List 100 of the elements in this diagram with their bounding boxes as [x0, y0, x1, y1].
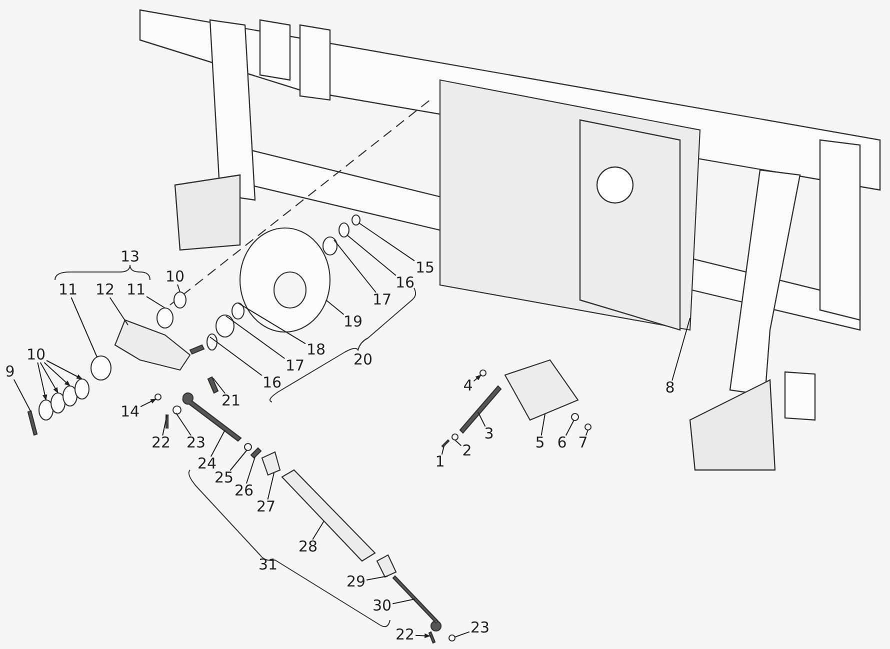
leader-line: [585, 430, 588, 436]
callout-number: 24: [197, 456, 217, 472]
pin: [250, 447, 262, 459]
callout-number: 11: [58, 282, 78, 298]
callout-number: 1: [435, 454, 445, 470]
leader-line: [140, 398, 157, 408]
leader-line: [358, 222, 415, 262]
retaining-ring: [351, 214, 361, 226]
cotter-pin: [428, 631, 436, 644]
cotter-pin: [441, 439, 450, 448]
bushing: [90, 355, 112, 381]
leader-line: [13, 379, 32, 412]
leader-line: [565, 420, 574, 436]
leader-line: [312, 520, 324, 540]
washer: [50, 392, 66, 414]
bearing: [322, 236, 338, 256]
leader-line: [454, 631, 470, 638]
bearing: [215, 314, 235, 338]
leader-line: [40, 362, 58, 394]
snap-ring: [338, 222, 350, 238]
washer: [570, 412, 580, 422]
callout-number: 30: [372, 598, 392, 614]
callout-number: 28: [298, 538, 318, 556]
nut: [584, 423, 592, 431]
callout-number: 8: [665, 380, 675, 396]
callout-number: 4: [463, 378, 473, 394]
washer: [74, 378, 90, 400]
leader-line: [230, 450, 248, 471]
leader-line: [44, 362, 70, 386]
spacer: [231, 302, 245, 320]
callout-number: 9: [5, 364, 15, 380]
nut: [451, 433, 459, 441]
leader-line: [415, 633, 431, 638]
leader-line: [366, 576, 388, 581]
nut: [376, 554, 397, 578]
leader-line: [454, 440, 462, 446]
leader-line: [672, 318, 690, 381]
leader-line: [212, 378, 226, 394]
leader-line: [109, 297, 128, 326]
callout-number: 17: [285, 358, 305, 374]
leader-line: [210, 430, 226, 457]
leader-line: [392, 598, 416, 604]
callout-number: 5: [535, 434, 545, 452]
leader-line: [238, 302, 306, 344]
callout-number: 21: [221, 392, 241, 410]
leader-line: [177, 284, 180, 292]
callout-number: 22: [151, 434, 171, 452]
callout-number: 3: [484, 426, 494, 442]
callout-number: 17: [372, 292, 392, 308]
leader-line: [326, 300, 344, 315]
callout-number: 20: [353, 352, 373, 368]
leader-line: [346, 234, 396, 276]
callout-number: 23: [470, 620, 490, 636]
washer: [172, 405, 182, 415]
snap-ring: [206, 333, 218, 351]
leader-line: [246, 456, 256, 484]
callout-number: 2: [462, 442, 472, 460]
callout-number: 15: [415, 260, 435, 276]
callout-number: 16: [395, 274, 415, 292]
leader-line: [146, 296, 166, 308]
callout-number: 13: [120, 248, 140, 266]
callout-number: 11: [126, 282, 146, 298]
callout-number: 10: [165, 268, 185, 286]
leader-line: [162, 414, 168, 436]
leader-line: [478, 412, 486, 427]
bolt: [207, 376, 219, 394]
callout-number: 10: [26, 346, 46, 364]
callout-number: 23: [186, 434, 206, 452]
callout-number: 27: [256, 498, 276, 516]
leader-line: [441, 446, 444, 455]
leader-line: [176, 412, 192, 436]
bushing: [156, 307, 174, 329]
cover-plate: [504, 359, 579, 421]
screw: [479, 369, 487, 377]
grease-fitting: [154, 393, 162, 401]
leader-line: [267, 472, 274, 500]
spring: [281, 469, 376, 562]
washer: [173, 291, 187, 309]
callout-number: 25: [214, 470, 234, 486]
callout-number: 18: [306, 342, 326, 358]
tensioner-arm: [114, 319, 191, 371]
callout-number: 7: [578, 434, 588, 452]
callout-number: 22: [395, 626, 415, 644]
washer: [448, 634, 456, 642]
leader-line: [226, 316, 286, 359]
leader-line: [37, 362, 48, 401]
leader-line: [210, 336, 262, 376]
washer: [38, 399, 54, 421]
leader-line: [334, 240, 376, 293]
cotter-pin: [165, 414, 169, 429]
callout-number: 29: [346, 574, 366, 590]
cotter-pin: [27, 410, 38, 436]
callout-number: 26: [234, 482, 254, 500]
leader-line: [46, 360, 83, 380]
callout-number: 14: [120, 404, 140, 420]
callout-number: 16: [262, 374, 282, 392]
callout-number: 12: [95, 282, 115, 298]
leader-line: [540, 414, 546, 436]
washer: [62, 385, 78, 407]
pulley: [239, 228, 331, 332]
